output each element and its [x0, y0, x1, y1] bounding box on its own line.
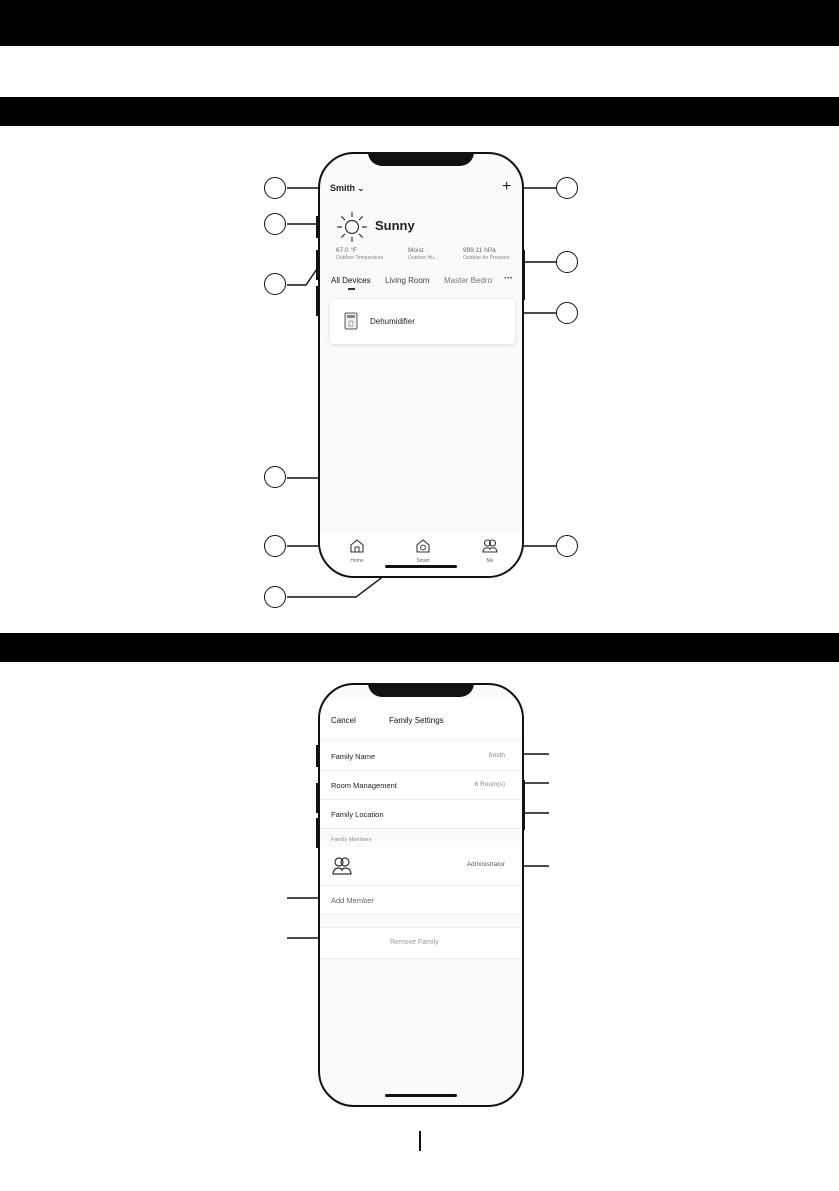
temperature-label: Outdoor Temperature — [336, 255, 384, 261]
room-management-row[interactable]: Room Management 6 Room(s) — [320, 771, 520, 800]
temperature-value: 67.0 °F — [336, 247, 358, 254]
family-location-label: Family Location — [331, 810, 384, 819]
phone-family-settings-screen: Cancel Family Settings Family Name Smith… — [318, 683, 524, 1107]
chevron-down-icon: ⌄ — [357, 184, 365, 193]
remove-family-row[interactable]: Remove Family — [320, 927, 520, 959]
phone-side-button — [316, 216, 319, 238]
callout-circle — [556, 535, 578, 557]
family-selector[interactable]: Smith ⌄ — [330, 183, 364, 193]
phone-side-button — [316, 286, 319, 316]
family-name-label: Family Name — [331, 752, 376, 761]
home-indicator — [385, 1094, 457, 1097]
member-role: Administrator — [466, 861, 505, 868]
tab-master-bedroom[interactable]: Master Bedro — [444, 276, 493, 285]
member-row[interactable]: Administrator — [320, 847, 520, 886]
callout-circle — [556, 302, 578, 324]
device-name: Dehumidifier — [370, 317, 415, 326]
humidity-label: Outdoor Hu... — [408, 255, 439, 261]
settings-header — [320, 699, 522, 737]
nav-me-label: Me — [486, 558, 494, 564]
dehumidifier-icon — [344, 312, 358, 330]
callout-circle — [264, 586, 286, 608]
family-name-row[interactable]: Family Name Smith — [320, 742, 520, 771]
active-tab-indicator — [348, 288, 355, 290]
callout-circle — [556, 177, 578, 199]
phone-side-button — [316, 745, 319, 767]
callout-circle — [264, 213, 286, 235]
callout-circle — [264, 273, 286, 295]
callout-circle — [556, 251, 578, 273]
tab-all-devices[interactable]: All Devices — [331, 276, 371, 285]
home-icon — [350, 539, 364, 553]
user-icon — [482, 539, 498, 553]
add-member-button[interactable]: Add Member — [331, 896, 374, 905]
pressure-value: 999.11 hPa — [463, 247, 496, 254]
phone-side-button — [316, 783, 319, 813]
section-bar-1 — [0, 97, 839, 126]
room-management-value: 6 Room(s) — [474, 781, 505, 788]
nav-smart-label: Smart — [416, 558, 430, 564]
phone-side-button — [316, 818, 319, 848]
room-management-label: Room Management — [331, 781, 397, 790]
more-icon[interactable]: ··· — [504, 273, 513, 283]
device-card[interactable]: Dehumidifier — [330, 299, 515, 344]
add-member-row[interactable]: Add Member — [320, 886, 520, 915]
family-name-value: Smith — [488, 752, 505, 759]
add-icon[interactable]: + — [502, 178, 512, 195]
callout-circle — [264, 177, 286, 199]
family-location-row[interactable]: Family Location — [320, 800, 520, 829]
phone-notch — [368, 154, 474, 166]
callout-circle — [264, 535, 286, 557]
tab-living-room[interactable]: Living Room — [385, 276, 430, 285]
cancel-button[interactable]: Cancel — [331, 716, 356, 725]
family-members-header: Family Members — [331, 837, 372, 843]
weather-condition: Sunny — [375, 218, 415, 233]
pressure-label: Outdoor Air Pressure — [463, 255, 510, 261]
nav-smart[interactable]: Smart — [408, 539, 438, 564]
page-marker — [419, 1131, 421, 1151]
home-indicator — [385, 565, 457, 568]
family-name: Smith — [330, 183, 356, 193]
phone-home-screen: Smith ⌄ + Sunny 67.0 °F Outdoor Temperat… — [318, 152, 524, 578]
section-bar-2 — [0, 633, 839, 662]
sun-icon — [337, 212, 367, 242]
page-title: Family Settings — [389, 716, 444, 725]
humidity-value: Moist — [408, 247, 424, 254]
nav-home[interactable]: Home — [342, 539, 372, 564]
remove-family-button[interactable]: Remove Family — [390, 939, 439, 946]
member-avatar-icon — [332, 857, 352, 875]
phone-notch — [368, 685, 474, 697]
bottom-nav: Home Smart Me — [320, 534, 522, 576]
nav-me[interactable]: Me — [475, 539, 505, 564]
nav-home-label: Home — [350, 558, 364, 564]
smart-icon — [416, 539, 430, 553]
callout-circle — [264, 466, 286, 488]
phone-side-button — [316, 250, 319, 280]
header-bar — [0, 0, 839, 46]
